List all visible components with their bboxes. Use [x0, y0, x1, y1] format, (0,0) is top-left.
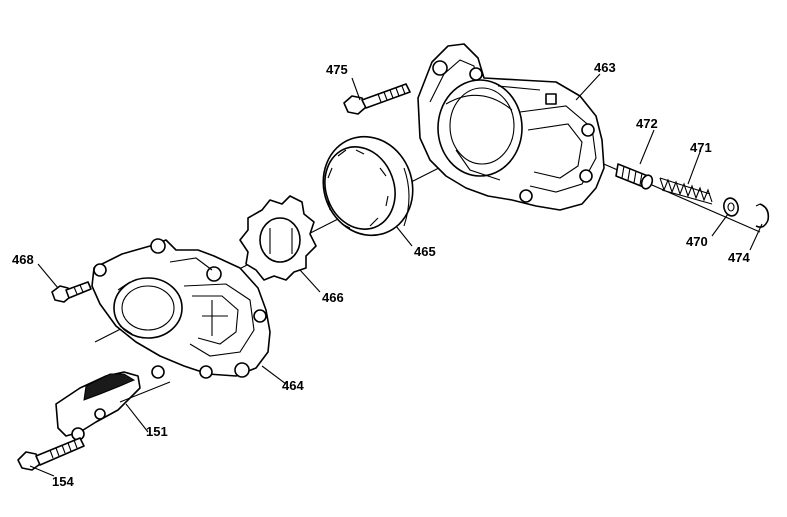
- assembly-axis-upper: [589, 157, 761, 233]
- callout-470: 470: [686, 234, 708, 249]
- callout-474: 474: [728, 250, 750, 265]
- part-466-inner-rotor: [239, 195, 317, 281]
- callout-466: 466: [322, 290, 344, 305]
- part-464-pump-cover: [91, 238, 271, 379]
- callout-465: 465: [414, 244, 436, 259]
- callout-464: 464: [282, 378, 304, 393]
- part-154-bolt: [17, 437, 85, 471]
- part-475-bolt: [343, 83, 411, 115]
- callout-471: 471: [690, 140, 712, 155]
- part-472-valve: [615, 163, 654, 190]
- callout-154: 154: [52, 474, 74, 489]
- part-463-pump-housing: [417, 43, 605, 211]
- part-151-pick-up: [55, 371, 171, 441]
- part-470-washer: [723, 197, 739, 217]
- callout-463: 463: [594, 60, 616, 75]
- part-471-spring: [659, 177, 713, 205]
- callout-468: 468: [12, 252, 34, 267]
- leader-lines: [29, 73, 763, 477]
- callout-472: 472: [636, 116, 658, 131]
- callout-475: 475: [326, 62, 348, 77]
- part-474-ring: [755, 203, 770, 228]
- part-465-outer-rotor: [322, 135, 414, 237]
- callout-151: 151: [146, 424, 168, 439]
- part-468-bolt: [51, 281, 92, 303]
